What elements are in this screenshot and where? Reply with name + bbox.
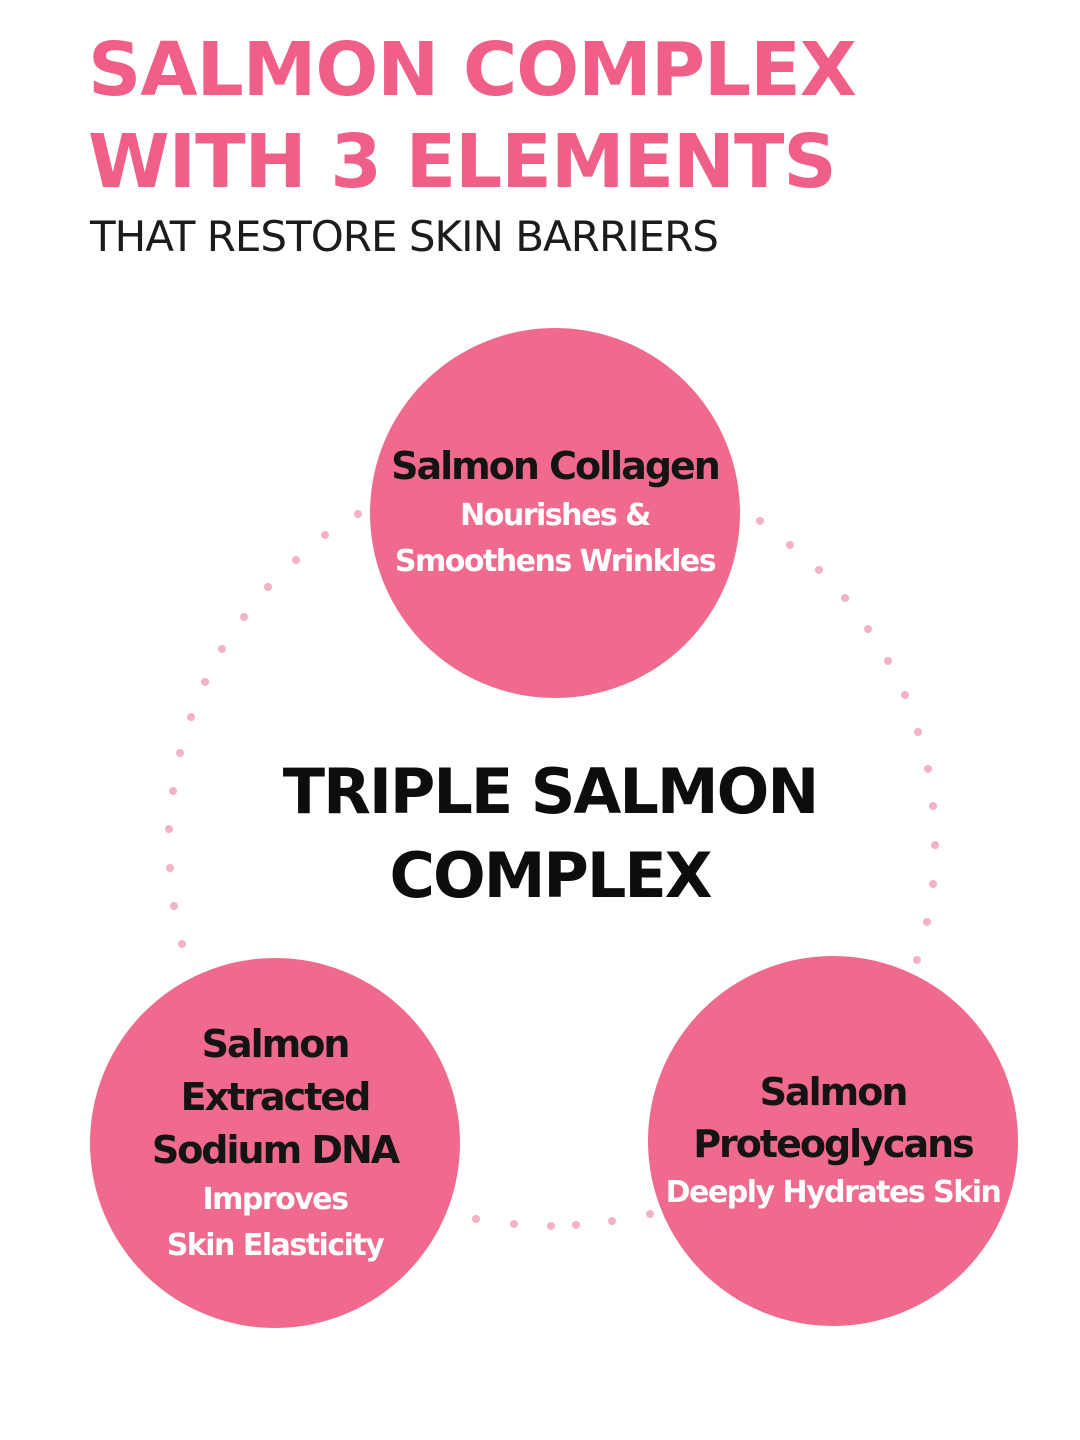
element-benefit: Deeply Hydrates Skin [665,1175,1002,1210]
connector-dot [240,613,248,621]
page-title: SALMON COMPLEX WITH 3 ELEMENTS [88,24,857,208]
connector-dot [201,678,209,686]
connector-dot [264,583,272,591]
connector-dot [170,902,178,910]
connector-dot [572,1221,580,1229]
connector-dot [176,749,184,757]
connector-dot [914,728,922,736]
connector-dot [547,1222,555,1230]
connector-dot [472,1215,480,1223]
connector-dot [923,918,931,926]
connector-dot [354,510,362,518]
connector-dot [166,864,174,872]
element-name: Salmon Proteoglycans [693,1070,975,1166]
connector-dot [608,1217,616,1225]
center-title: TRIPLE SALMON COMPLEX [282,755,819,912]
connector-dot [786,541,794,549]
connector-dot [646,1210,654,1218]
element-benefit: Improves Skin Elasticity [166,1181,385,1263]
element-name: Salmon Collagen [391,443,721,488]
page-title-line-1: SALMON COMPLEX [88,27,857,113]
connector-dot [756,517,764,525]
connector-dot [864,625,872,633]
element-circle-salmon-collagen: Salmon Collagen Nourishes & Smoothens Wr… [370,328,740,698]
connector-dot [901,691,909,699]
element-circle-proteoglycans: Salmon Proteoglycans Deeply Hydrates Ski… [648,956,1018,1326]
connector-dot [884,657,892,665]
connector-dot [178,940,186,948]
connector-dot [218,645,226,653]
connector-dot [321,531,329,539]
element-circle-sodium-dna: Salmon Extracted Sodium DNA Improves Ski… [90,958,460,1328]
connector-dot [510,1220,518,1228]
connector-dot [924,765,932,773]
connector-dot [913,956,921,964]
page-title-line-2: WITH 3 ELEMENTS [88,119,837,205]
connector-dot [929,802,937,810]
element-name: Salmon Extracted Sodium DNA [151,1021,400,1172]
connector-dot [931,841,939,849]
connector-dot [169,787,177,795]
page-subtitle: THAT RESTORE SKIN BARRIERS [90,212,719,261]
connector-dot [165,825,173,833]
connector-dot [815,566,823,574]
connector-dot [929,880,937,888]
element-benefit: Nourishes & Smoothens Wrinkles [394,497,717,579]
connector-dot [841,594,849,602]
connector-dot [292,556,300,564]
connector-dot [187,713,195,721]
